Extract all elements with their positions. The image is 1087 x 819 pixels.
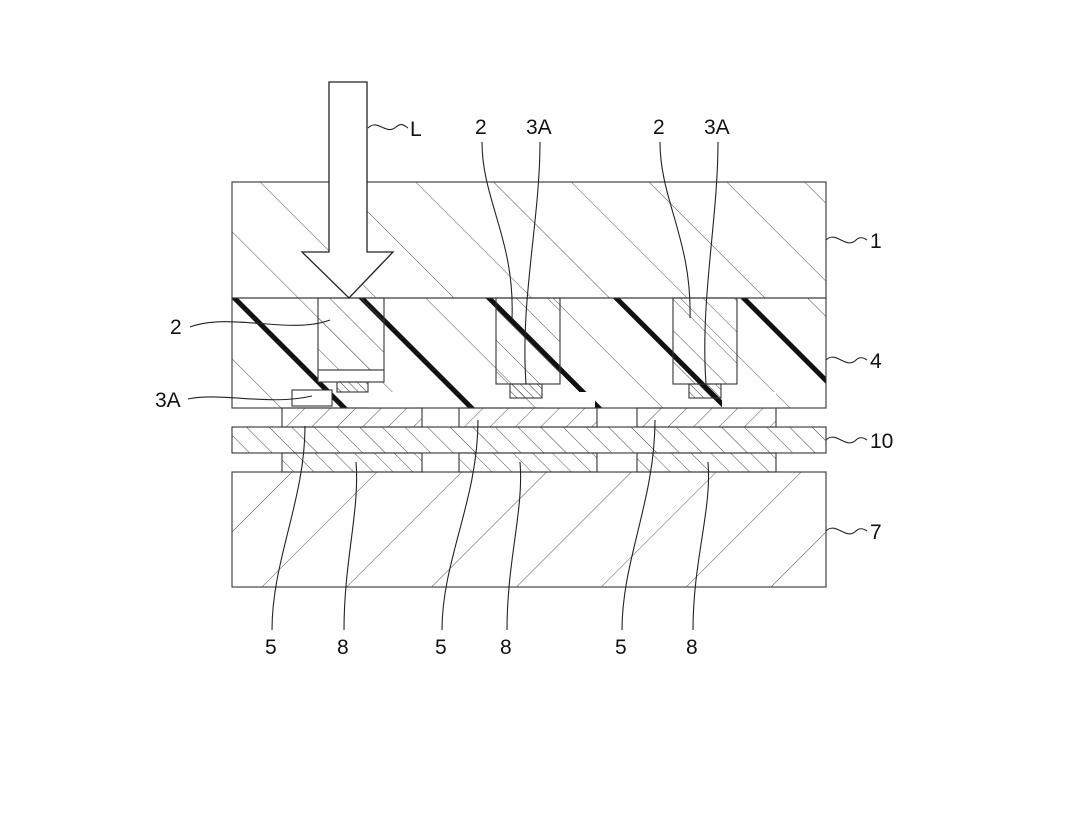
leader-1: [826, 237, 867, 243]
label-pad8-b: 8: [500, 636, 512, 659]
label-3a-left: 3A: [155, 389, 181, 412]
chip-left: [318, 298, 384, 370]
sheet-layer: [232, 427, 826, 453]
label-chip-center: 2: [475, 116, 487, 139]
pad-5-a: [282, 408, 422, 427]
label-substrate: 1: [870, 230, 882, 253]
label-chip-left: 2: [170, 316, 182, 339]
resin-recess-1: [368, 392, 420, 408]
pad-8-b: [459, 453, 597, 472]
label-light: L: [410, 118, 422, 141]
label-chip-right: 2: [653, 116, 665, 139]
leader-4: [826, 357, 867, 363]
pad-5-c: [637, 408, 776, 427]
leader-l: [368, 125, 408, 130]
leader-7: [826, 528, 867, 534]
pad-5-b: [459, 408, 597, 427]
label-sheet: 10: [870, 430, 893, 453]
resin-recess-3: [722, 392, 776, 408]
resin-recess-2: [541, 392, 595, 408]
label-pad5-c: 5: [615, 636, 627, 659]
label-3a-center: 3A: [526, 116, 552, 139]
label-pad5-b: 5: [435, 636, 447, 659]
layer-3a-left: [337, 382, 368, 392]
label-pad5-a: 5: [265, 636, 277, 659]
chip-left-lower: [318, 370, 384, 382]
layer-3a-right: [689, 384, 721, 398]
leader-10: [826, 437, 867, 443]
pad-8-c: [637, 453, 776, 472]
layer-3a-center: [510, 384, 542, 398]
base-layer: [232, 472, 826, 587]
label-3a-right: 3A: [704, 116, 730, 139]
chip-center: [496, 298, 560, 384]
label-pad8-a: 8: [337, 636, 349, 659]
label-pad8-c: 8: [686, 636, 698, 659]
label-base: 7: [870, 521, 882, 544]
label-resin: 4: [870, 350, 882, 373]
